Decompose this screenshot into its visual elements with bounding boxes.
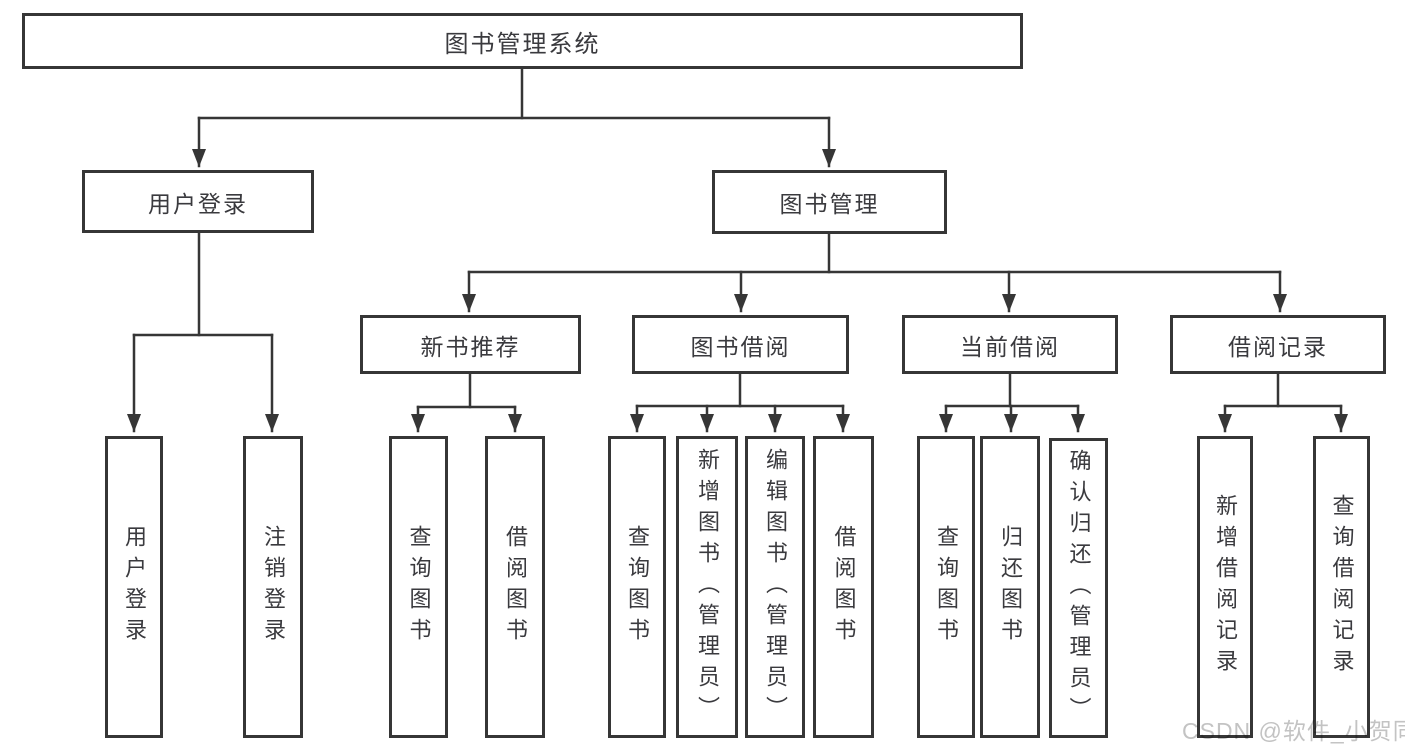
leaf-return-books: 归还图书 bbox=[980, 436, 1040, 738]
leaf-query-books-recommend: 查询图书 bbox=[389, 436, 448, 738]
leaf-label: 查询借阅记录 bbox=[1329, 494, 1355, 680]
leaf-label: 确认归还（管理员） bbox=[1066, 448, 1092, 728]
leaf-confirm-return-admin: 确认归还（管理员） bbox=[1049, 438, 1108, 738]
leaf-label: 注销登录 bbox=[261, 525, 286, 649]
leaf-label: 借阅图书 bbox=[831, 525, 857, 649]
leaf-label: 借阅图书 bbox=[503, 525, 528, 649]
watermark-text: CSDN @软件_小贺同学 bbox=[1182, 718, 1405, 744]
root-box-library-system: 图书管理系统 bbox=[22, 13, 1023, 69]
leaf-label: 查询图书 bbox=[406, 525, 432, 649]
node-book-management: 图书管理 bbox=[712, 170, 947, 234]
leaf-query-borrow-record: 查询借阅记录 bbox=[1313, 436, 1370, 738]
leaf-user-login: 用户登录 bbox=[105, 436, 163, 738]
leaf-borrow-books-recommend: 借阅图书 bbox=[485, 436, 545, 738]
leaf-label: 查询图书 bbox=[625, 525, 650, 649]
leaf-query-books-current: 查询图书 bbox=[917, 436, 975, 738]
leaf-query-books-borrow: 查询图书 bbox=[608, 436, 666, 738]
leaf-borrow-books: 借阅图书 bbox=[813, 436, 874, 738]
leaf-label: 用户登录 bbox=[122, 525, 147, 649]
node-book-borrow: 图书借阅 bbox=[632, 315, 849, 374]
leaf-add-books-admin: 新增图书（管理员） bbox=[676, 436, 738, 738]
node-user-login: 用户登录 bbox=[82, 170, 314, 233]
node-current-borrow: 当前借阅 bbox=[902, 315, 1118, 374]
leaf-label: 编辑图书（管理员） bbox=[763, 447, 788, 727]
node-new-book-recommend: 新书推荐 bbox=[360, 315, 581, 374]
leaf-edit-books-admin: 编辑图书（管理员） bbox=[745, 436, 805, 738]
leaf-logout: 注销登录 bbox=[243, 436, 303, 738]
leaf-label: 新增借阅记录 bbox=[1213, 494, 1238, 680]
node-borrow-record: 借阅记录 bbox=[1170, 315, 1386, 374]
leaf-label: 查询图书 bbox=[934, 525, 959, 649]
leaf-label: 归还图书 bbox=[998, 525, 1023, 649]
leaf-label: 新增图书（管理员） bbox=[695, 447, 720, 727]
leaf-add-borrow-record: 新增借阅记录 bbox=[1197, 436, 1253, 738]
